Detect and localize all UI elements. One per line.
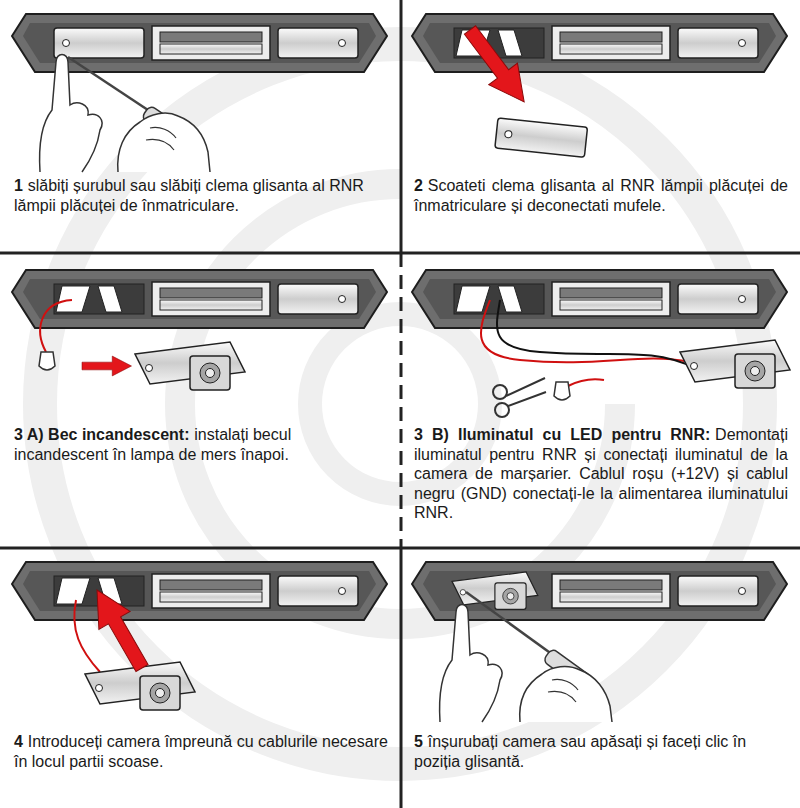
trim-bar — [12, 270, 387, 328]
camera-installed — [452, 572, 538, 609]
plate-lamp — [54, 28, 144, 58]
step-text: înșurubați camera sau apăsați și faceți … — [414, 733, 746, 770]
scissors-ring — [493, 385, 507, 399]
step-number: 5 — [414, 733, 423, 750]
red-arrow — [81, 581, 157, 677]
step-caption: 4Introduceți camera împreună cu cabluril… — [14, 732, 388, 771]
panel-5-art — [412, 562, 787, 722]
step-text: Scoateti clema glisanta al RNR lămpii pl… — [414, 177, 788, 214]
scissors-blades — [506, 378, 546, 406]
hand — [440, 605, 502, 723]
bulb — [554, 382, 570, 400]
black-wire — [497, 300, 695, 368]
step-heading: 3 B) Iluminatul cu LED pentru RNR: — [414, 426, 710, 443]
panel-2-art — [412, 14, 787, 157]
step-caption: 3 B) Iluminatul cu LED pentru RNR:Demont… — [414, 425, 788, 523]
step-text: Introduceți camera împreună cu cablurile… — [14, 733, 388, 770]
step-number: 2 — [414, 177, 423, 194]
finger-lines — [548, 679, 578, 702]
bulb — [39, 352, 55, 370]
step-number: 4 — [14, 733, 23, 750]
trim-bar — [412, 14, 787, 72]
screwdriver-shaft — [68, 57, 160, 118]
divider-line — [400, 548, 403, 808]
red-arrow — [82, 356, 132, 376]
divider-line — [400, 0, 403, 253]
trim-bar — [412, 270, 787, 328]
red-wire — [568, 379, 604, 386]
step-caption: 1slăbiți șurubul sau slăbiți clema glisa… — [14, 176, 388, 215]
panel-3a-art — [12, 270, 387, 390]
finger-lines — [146, 127, 176, 150]
step-number: 1 — [14, 177, 23, 194]
divider-dashed — [400, 253, 403, 548]
camera-housing — [135, 342, 245, 390]
camera-housing — [680, 340, 790, 388]
panel-3b-art — [412, 270, 790, 417]
red-arrow — [456, 19, 539, 113]
panel-4-art — [12, 562, 387, 710]
removed-lamp — [495, 118, 588, 157]
step-caption: 2Scoateti clema glisanta al RNR lămpii p… — [414, 176, 788, 215]
red-wire — [74, 600, 100, 672]
hand — [118, 113, 210, 172]
step-heading: 3 A) Bec incandescent: — [14, 426, 189, 443]
scissors — [493, 378, 546, 417]
hand — [520, 667, 612, 722]
screwdriver-shaft — [466, 592, 560, 660]
step-caption: 3 A) Bec incandescent:instalați becul in… — [14, 425, 388, 464]
lamp-slot — [54, 284, 144, 314]
panel-1-art — [12, 14, 387, 172]
trim-bar — [12, 562, 387, 620]
red-wire — [40, 300, 72, 352]
scissors-ring — [495, 403, 509, 417]
step-text: slăbiți șurubul sau slăbiți clema glisan… — [14, 177, 364, 214]
step-caption: 5înșurubați camera sau apăsați și faceți… — [414, 732, 788, 771]
